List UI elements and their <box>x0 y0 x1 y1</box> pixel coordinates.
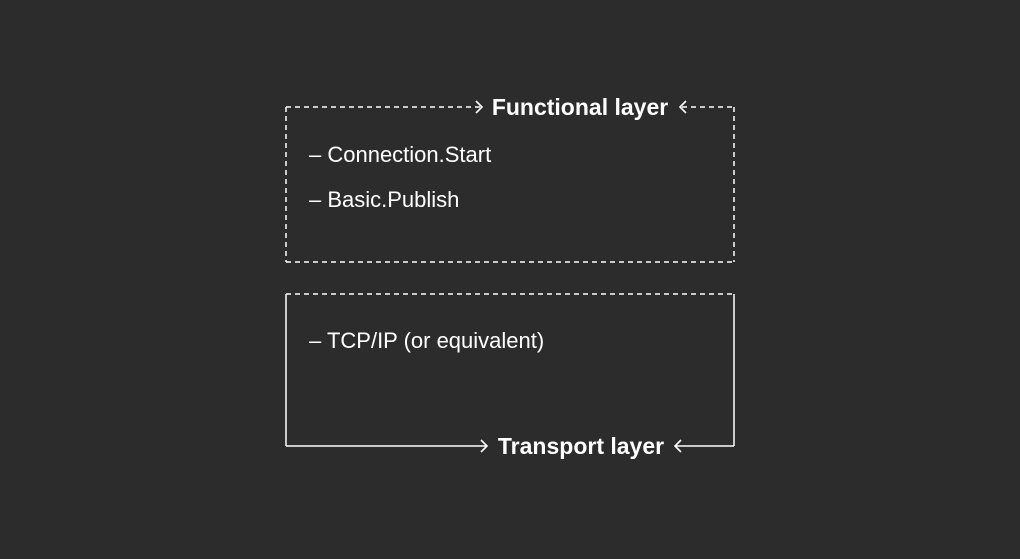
arrow-left-icon <box>673 439 682 453</box>
functional-layer-box <box>285 106 735 263</box>
arrow-right-icon <box>480 439 489 453</box>
functional-item-connection-start: – Connection.Start <box>309 142 491 167</box>
functional-item-basic-publish: – Basic.Publish <box>309 187 459 212</box>
arrow-left-icon <box>678 100 687 114</box>
transport-item-tcp-ip: – TCP/IP (or equivalent) <box>309 328 544 353</box>
functional-layer-title: Functional layer <box>492 94 668 120</box>
arrow-right-icon <box>475 100 484 114</box>
transport-layer-box <box>285 293 735 447</box>
transport-layer-title: Transport layer <box>498 433 664 459</box>
